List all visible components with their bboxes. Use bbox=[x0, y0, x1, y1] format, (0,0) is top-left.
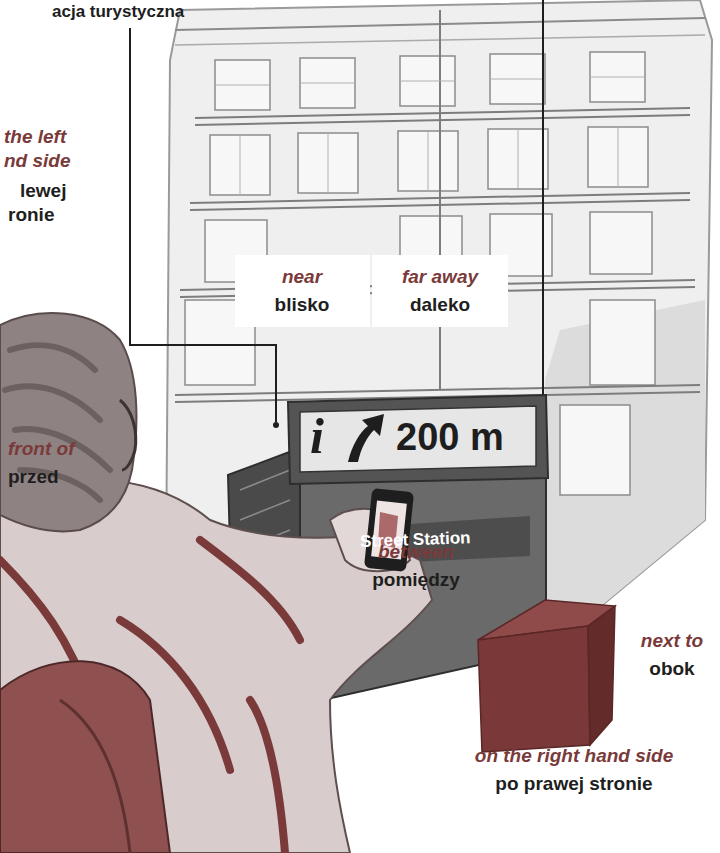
polish-label: daleko bbox=[410, 294, 470, 316]
drawing-part bbox=[120, 400, 136, 470]
drawing-part bbox=[195, 115, 690, 125]
english-label: between bbox=[378, 541, 454, 563]
drawing-part bbox=[590, 300, 655, 385]
polish-label: ronie bbox=[8, 204, 54, 226]
drawing-part bbox=[273, 422, 279, 428]
polish-label: pomiędzy bbox=[372, 569, 460, 591]
drawing-part bbox=[0, 661, 170, 853]
drawing-part bbox=[300, 406, 536, 472]
drawing-part bbox=[240, 127, 618, 195]
polish-label: przed bbox=[8, 466, 59, 488]
drawing-part bbox=[372, 255, 508, 327]
drawing-part bbox=[235, 255, 370, 327]
drawing-part bbox=[439, 10, 441, 390]
english-label: near bbox=[282, 266, 322, 288]
person bbox=[0, 313, 432, 853]
drawing-part bbox=[560, 405, 630, 495]
english-label: the left bbox=[4, 126, 66, 148]
english-label: next to bbox=[641, 630, 703, 652]
drawing-part bbox=[60, 700, 130, 853]
drawing-part bbox=[5, 345, 110, 500]
english-label: on the right hand side bbox=[475, 745, 673, 767]
cropped-label: acja turystyczna bbox=[52, 2, 184, 22]
english-label: front of bbox=[8, 438, 74, 460]
polish-label: po prawej stronie bbox=[495, 773, 652, 795]
drawing-part bbox=[215, 77, 645, 195]
drawing-part bbox=[478, 626, 590, 752]
drawing-part bbox=[590, 212, 652, 274]
drawing-part bbox=[0, 540, 300, 853]
drawing-part bbox=[545, 300, 705, 640]
drawing-part bbox=[130, 28, 276, 422]
polish-label: lewej bbox=[20, 180, 66, 202]
red-box bbox=[478, 600, 615, 752]
leader-lines bbox=[130, 0, 543, 505]
english-label: nd side bbox=[4, 150, 71, 172]
arrow-icon bbox=[348, 414, 384, 462]
drawing-part bbox=[215, 77, 645, 85]
sign-icon-letter: i bbox=[310, 408, 324, 466]
drawing-part bbox=[288, 395, 548, 484]
distance-label: 200 m bbox=[396, 416, 504, 460]
english-label: far away bbox=[402, 266, 478, 288]
polish-label: obok bbox=[649, 658, 694, 680]
drawing-part bbox=[185, 52, 655, 495]
drawing-part bbox=[588, 606, 615, 745]
polish-label: blisko bbox=[275, 294, 330, 316]
drawing-part bbox=[0, 313, 136, 531]
drawing-part bbox=[175, 10, 700, 402]
